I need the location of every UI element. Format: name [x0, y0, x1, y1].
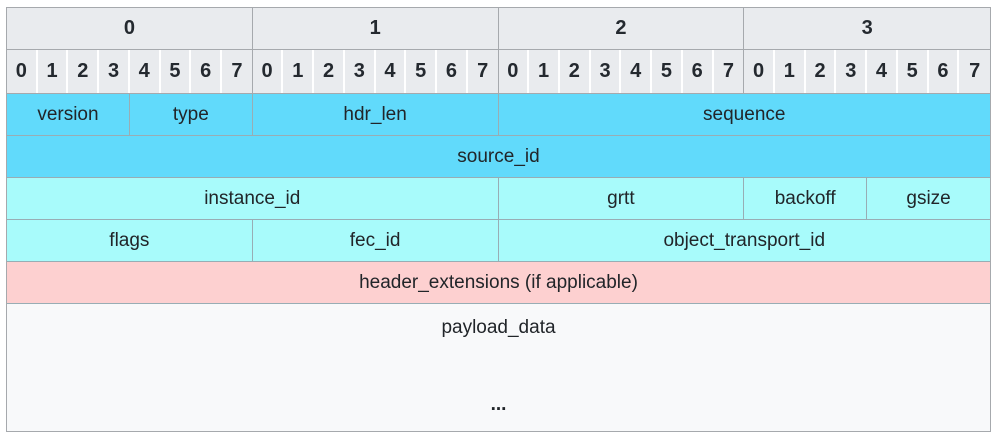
bit-label-byte1-bit7: 7 [467, 50, 499, 93]
field-object_transport_id: object_transport_id [498, 220, 990, 261]
field-gsize: gsize [867, 178, 990, 219]
bit-label-byte0-bit5: 5 [160, 50, 192, 93]
bit-label-byte3-bit4: 4 [867, 50, 898, 93]
field-grtt: grtt [498, 178, 745, 219]
bit-label-byte2-bit4: 4 [621, 50, 653, 93]
bit-label-byte3-bit3: 3 [836, 50, 868, 93]
field-source_id: source_id [7, 136, 990, 177]
bit-label-byte1-bit2: 2 [314, 50, 345, 93]
bit-label-byte1-bit1: 1 [283, 50, 315, 93]
byte-label-3: 3 [744, 8, 990, 49]
bit-label-byte3-bit2: 2 [805, 50, 837, 93]
bit-label-byte3-bit6: 6 [928, 50, 960, 93]
bit-label-byte0-bit2: 2 [68, 50, 100, 93]
field-sequence: sequence [498, 94, 990, 135]
bit-label-byte0-bit4: 4 [129, 50, 161, 93]
bit-label-byte0-bit7: 7 [222, 50, 253, 93]
field-fec_id: fec_id [252, 220, 499, 261]
bit-label-byte2-bit7: 7 [713, 50, 745, 93]
bit-label-byte3-bit0: 0 [744, 50, 775, 93]
byte-label-2: 2 [498, 8, 745, 49]
bit-label-byte1-bit5: 5 [406, 50, 438, 93]
payload-row: payload_data ... [7, 304, 990, 431]
bit-label-byte2-bit5: 5 [652, 50, 683, 93]
bit-label-byte3-bit5: 5 [897, 50, 929, 93]
byte-label-0: 0 [7, 8, 253, 49]
field-type: type [129, 94, 253, 135]
field-flags: flags [7, 220, 253, 261]
payload-label: payload_data [441, 317, 556, 338]
bit-label-byte1-bit0: 0 [252, 50, 284, 93]
field-header_extensions-if-applicable: header_extensions (if applicable) [7, 262, 990, 303]
bit-label-byte2-bit6: 6 [682, 50, 714, 93]
bit-label-byte2-bit2: 2 [559, 50, 591, 93]
byte-label-1: 1 [252, 8, 499, 49]
bit-label-byte2-bit0: 0 [498, 50, 530, 93]
payload-ellipsis: ... [490, 394, 507, 415]
field-hdr_len: hdr_len [252, 94, 499, 135]
bit-label-byte2-bit1: 1 [529, 50, 560, 93]
bit-label-byte3-bit7: 7 [959, 50, 990, 93]
field-row-5: header_extensions (if applicable) [7, 262, 990, 304]
field-backoff: backoff [744, 178, 868, 219]
bit-label-byte0-bit0: 0 [7, 50, 38, 93]
bit-label-byte2-bit3: 3 [590, 50, 622, 93]
bit-label-byte0-bit6: 6 [191, 50, 223, 93]
bit-label-byte1-bit3: 3 [344, 50, 376, 93]
field-instance_id: instance_id [7, 178, 499, 219]
bit-label-byte0-bit3: 3 [99, 50, 130, 93]
bit-label-byte1-bit6: 6 [437, 50, 468, 93]
field-row-2: source_id [7, 136, 990, 178]
bit-label-byte1-bit4: 4 [375, 50, 407, 93]
bit-label-byte0-bit1: 1 [37, 50, 69, 93]
field-version: version [7, 94, 130, 135]
bit-label-byte3-bit1: 1 [774, 50, 806, 93]
